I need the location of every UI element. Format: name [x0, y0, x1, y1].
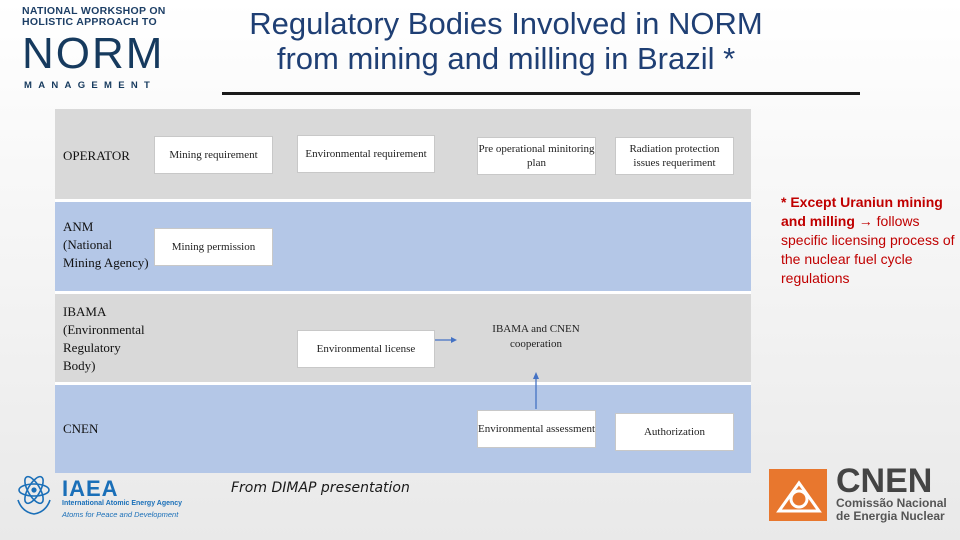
operator-label: OPERATOR	[63, 148, 130, 163]
iaea-name: IAEA	[62, 476, 119, 501]
norm-logo-sub: MANAGEMENT	[24, 80, 157, 91]
cnen-logo-icon	[769, 469, 827, 521]
cnen-label: CNEN	[63, 421, 99, 436]
ibama-label-line2: (Environmental	[63, 322, 145, 337]
norm-logo-word: NORM	[22, 29, 165, 78]
note-arrow: →	[858, 213, 873, 229]
iaea-emblem-icon	[17, 475, 51, 515]
ibama-cnen-cooperation: IBAMA and CNEN cooperation	[492, 323, 580, 350]
norm-logo-heading: NATIONAL WORKSHOP ON HOLISTIC APPROACH T…	[22, 6, 190, 28]
authorization-box: Authorization	[615, 413, 734, 451]
norm-logo-line1: NATIONAL WORKSHOP ON	[22, 5, 166, 17]
cnen-name: CNEN	[836, 462, 933, 500]
environmental-license-box: Environmental license	[297, 330, 435, 368]
anm-label-line1: ANM	[63, 219, 94, 234]
norm-workshop-logo: NATIONAL WORKSHOP ON HOLISTIC APPROACH T…	[22, 6, 190, 94]
cnen-full-name: Comissão Nacional de Energia Nuclear	[836, 497, 960, 523]
norm-logo-line2: HOLISTIC APPROACH TO	[22, 16, 157, 28]
environmental-requirement-box: Environmental requirement	[297, 135, 435, 173]
assessment-arrowhead	[533, 372, 539, 379]
radiation-protection-box: Radiation protection issues requeriment	[615, 137, 734, 175]
source-caption: From DIMAP presentation	[231, 480, 410, 496]
anm-label-line3: Mining Agency)	[63, 255, 149, 270]
anm-label-line2: (National	[63, 237, 113, 252]
anm-band: ANM (National Mining Agency) Mining perm…	[55, 202, 751, 291]
cnen-sub-line1: Comissão Nacional	[836, 496, 947, 510]
ibama-band: IBAMA (Environmental Regulatory Body) En…	[55, 294, 751, 382]
anm-label: ANM (National Mining Agency)	[63, 218, 149, 272]
mining-permission-box: Mining permission	[154, 228, 273, 266]
slide-title: Regulatory Bodies Involved in NORM from …	[200, 6, 812, 76]
license-arrowhead	[451, 337, 457, 343]
note-rest: follows specific licensing process of th…	[781, 213, 955, 286]
ibama-label-line1: IBAMA	[63, 304, 107, 319]
title-line1: Regulatory Bodies Involved in NORM	[249, 6, 763, 41]
iaea-full-name: International Atomic Energy Agency	[62, 500, 183, 507]
ibama-label-line3: Regulatory	[63, 340, 121, 355]
iaea-motto: Atoms for Peace and Development	[62, 510, 179, 519]
diagram-arrows	[435, 337, 539, 409]
note-bold: * Except Uraniun mining and milling	[781, 194, 943, 229]
cnen-band: CNEN Environmental assessment Authorizat…	[55, 385, 751, 473]
side-note: * Except Uraniun mining and milling → fo…	[781, 193, 959, 288]
title-line2: from mining and milling in Brazil *	[276, 41, 736, 76]
ibama-label: IBAMA (Environmental Regulatory Body)	[63, 303, 145, 375]
cnen-sub-line2: de Energia Nuclear	[836, 509, 945, 523]
pre-operational-monitoring-box: Pre operational minitoring plan	[477, 137, 596, 175]
operator-band: OPERATOR Mining requirement Environmenta…	[55, 109, 751, 199]
regulatory-diagram: OPERATOR Mining requirement Environmenta…	[55, 109, 751, 473]
ibama-label-line4: Body)	[63, 358, 96, 373]
environmental-assessment-box: Environmental assessment	[477, 410, 596, 448]
mining-requirement-box: Mining requirement	[154, 136, 273, 174]
title-underline	[222, 92, 860, 95]
